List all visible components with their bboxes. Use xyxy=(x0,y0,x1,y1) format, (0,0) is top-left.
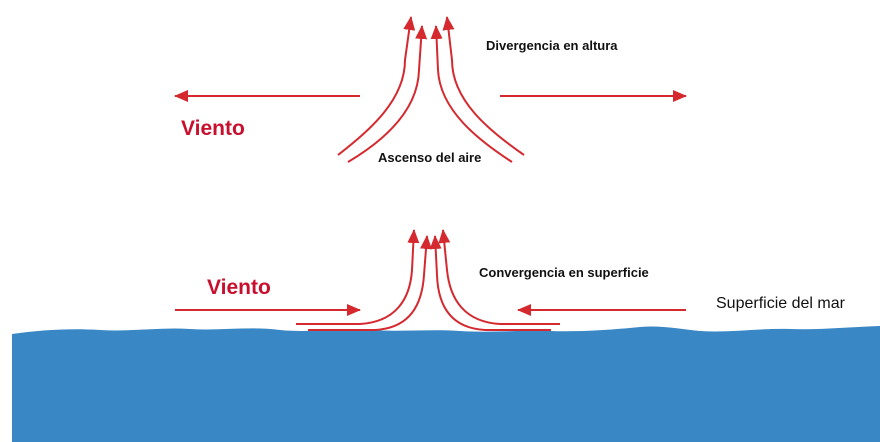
rising-air-arrow-right-inner xyxy=(430,25,513,163)
converging-air-arrow-right-outer xyxy=(438,229,560,325)
divergence-label: Divergencia en altura xyxy=(486,38,618,53)
convergence-label: Convergencia en superficie xyxy=(479,265,649,280)
wind-label-lower: Viento xyxy=(207,276,271,299)
wind-label-upper: Viento xyxy=(181,117,245,140)
sea-surface-area xyxy=(12,326,880,442)
converging-air-arrow-left-inner xyxy=(308,235,432,331)
upper-divergence-group xyxy=(174,16,687,163)
converging-air-arrow-left-outer xyxy=(296,229,420,325)
rising-air-arrow-right-outer xyxy=(442,16,525,156)
converging-air-arrow-right-inner xyxy=(429,235,551,331)
ascent-label: Ascenso del aire xyxy=(378,150,482,165)
rising-air-arrow-left-outer xyxy=(337,16,416,156)
rising-air-arrow-left-inner xyxy=(347,25,428,163)
lower-convergence-group xyxy=(175,229,686,331)
sea-surface-label: Superficie del mar xyxy=(716,295,845,312)
